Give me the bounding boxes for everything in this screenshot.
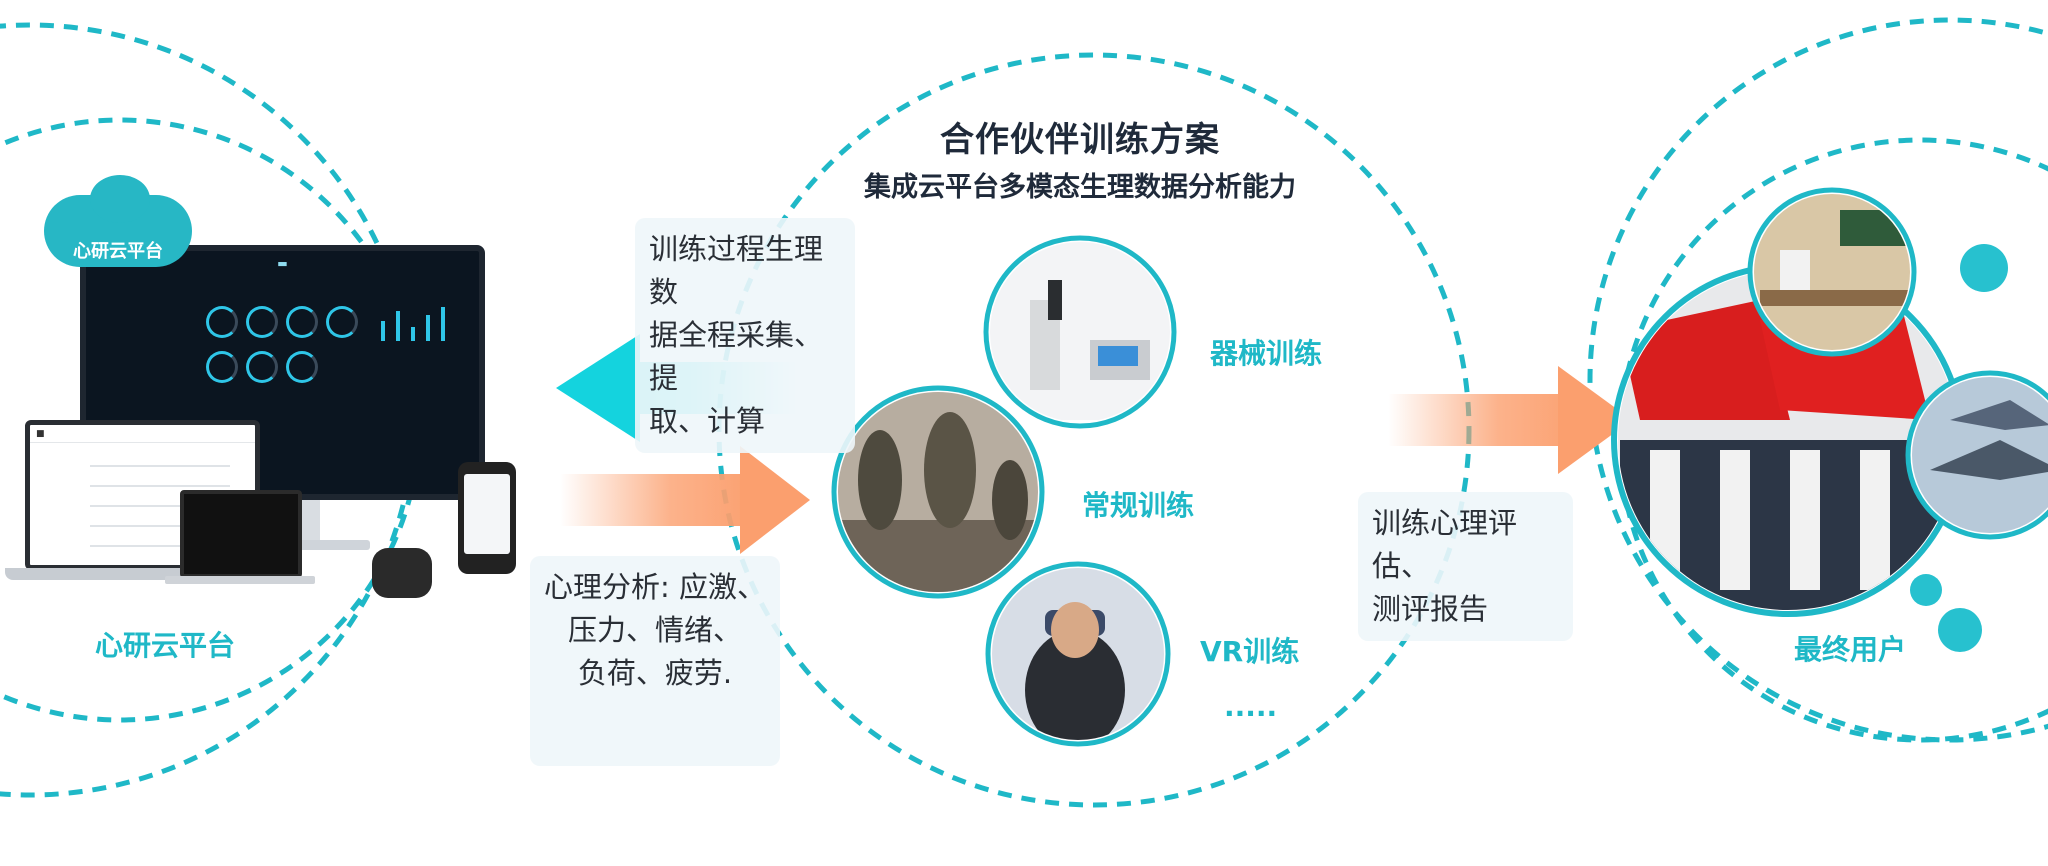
platform-badge-text: 心研云平台: [73, 241, 163, 262]
evaluation-line-1: 训练心理评估、: [1372, 506, 1518, 583]
page-title: 合作伙伴训练方案: [940, 120, 1220, 160]
analysis-line-1: 心理分析: 应激、: [544, 570, 766, 604]
gauge-icon: [326, 306, 358, 338]
dashboard-screen-title: ▬: [277, 257, 288, 270]
gauge-icon: [286, 351, 318, 383]
gauge-icon: [286, 306, 318, 338]
gauge-icon: [206, 351, 238, 383]
tablet-device: [180, 490, 302, 578]
collection-line-3: 取、计算: [649, 404, 766, 438]
regular-training-photo: [831, 385, 1045, 599]
collection-line-1: 训练过程生理数: [649, 232, 824, 309]
platform-badge: 心研云平台: [44, 175, 192, 267]
arrow-to-users: [1388, 366, 1632, 474]
laptop-window-header: ■: [30, 425, 255, 443]
cloud-icon: [90, 175, 150, 223]
gauge-icon: [206, 306, 238, 338]
analysis-note: 心理分析: 应激、 压力、情绪、 负荷、疲劳.: [530, 556, 780, 766]
analysis-line-3: 负荷、疲劳.: [577, 656, 733, 690]
classroom-photo: [1747, 187, 1917, 357]
dot-1: [1960, 244, 2008, 292]
wristband-device: [372, 548, 432, 598]
handheld-screen: [464, 474, 510, 554]
page-subtitle: 集成云平台多模态生理数据分析能力: [864, 172, 1296, 203]
arrow-to-training: [560, 446, 810, 554]
vr-training-label: VR训练: [1200, 635, 1300, 668]
equipment-training-photo: [983, 235, 1177, 429]
equipment-training-label: 器械训练: [1210, 337, 1323, 370]
gauge-icon: [246, 306, 278, 338]
collection-note: 训练过程生理数 据全程采集、提 取、计算: [635, 218, 855, 453]
regular-training-label: 常规训练: [1082, 489, 1195, 522]
more-training-label: .....: [1224, 690, 1278, 723]
tablet-base: [165, 576, 315, 584]
end-user-label: 最终用户: [1794, 633, 1907, 666]
vr-training-photo: [985, 561, 1171, 747]
handheld-device: [458, 462, 516, 574]
bar-graph: [376, 301, 466, 341]
gauge-icon: [246, 351, 278, 383]
evaluation-line-2: 测评报告: [1372, 592, 1489, 626]
platform-label: 心研云平台: [95, 629, 236, 662]
analysis-line-2: 压力、情绪、: [567, 613, 742, 647]
jets-photo: [1905, 370, 2048, 540]
evaluation-note: 训练心理评估、 测评报告: [1358, 492, 1573, 641]
collection-line-2: 据全程采集、提: [649, 318, 824, 395]
